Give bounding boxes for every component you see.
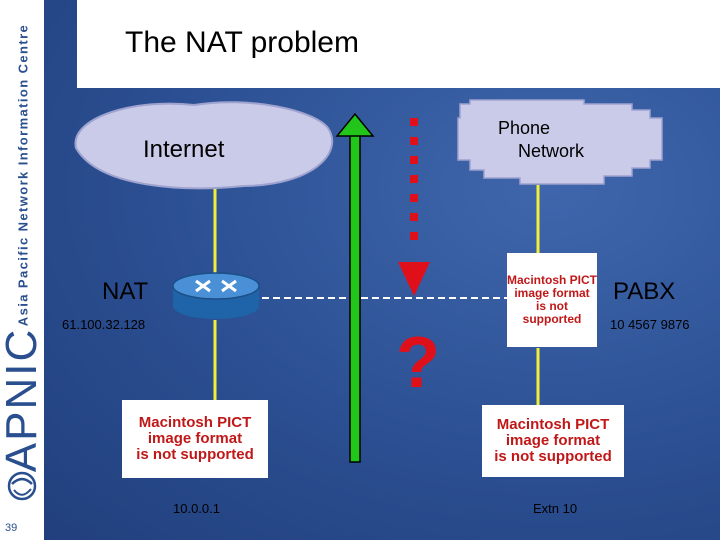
phone-image-placeholder: Macintosh PICT image format is not suppo… — [482, 405, 624, 477]
network-diagram — [74, 99, 663, 463]
pict-line1: Macintosh PICT — [138, 414, 252, 431]
title-banner — [77, 0, 720, 88]
sidebar: Asia Pacific Network Information Centre … — [0, 0, 46, 540]
slide-content: The NAT problem — [44, 0, 720, 540]
nat-label: NAT — [102, 278, 149, 305]
pabx-image-placeholder: Macintosh PICT image format is not suppo… — [507, 253, 597, 347]
pict-line1: Macintosh PICT — [507, 273, 598, 287]
nat-ip-address: 61.100.32.128 — [62, 317, 146, 332]
red-dotted-down-arrow — [398, 118, 430, 296]
pict-line2: image format — [505, 432, 601, 449]
host-ip-address: 10.0.0.1 — [173, 501, 220, 516]
question-mark: ? — [396, 323, 440, 403]
pict-line3: is not supported — [136, 446, 254, 463]
phone-extension: Extn 10 — [533, 501, 578, 516]
pict-line3: is not supported — [494, 448, 612, 465]
slide-title: The NAT problem — [125, 26, 359, 59]
apnic-logo: APNIC — [0, 327, 46, 473]
phone-network-label-line1: Phone — [498, 118, 551, 138]
internet-cloud — [74, 101, 334, 190]
pict-line1: Macintosh PICT — [496, 416, 610, 433]
org-name-vertical: Asia Pacific Network Information Centre — [15, 23, 31, 327]
phone-network-label-line2: Network — [518, 141, 585, 161]
phone-network-cloud — [457, 99, 663, 185]
host-image-placeholder: Macintosh PICT image format is not suppo… — [122, 400, 268, 478]
green-up-arrow — [335, 112, 375, 463]
pict-line3: is not supported — [522, 299, 582, 326]
slide-number: 39 — [5, 522, 18, 534]
pabx-number: 10 4567 9876 — [610, 317, 690, 332]
internet-label: Internet — [143, 136, 225, 163]
globe-icon — [7, 471, 37, 501]
router-icon — [172, 272, 260, 319]
pabx-label: PABX — [613, 278, 676, 305]
pict-line2: image format — [147, 430, 243, 447]
pict-line2: image format — [514, 286, 590, 300]
